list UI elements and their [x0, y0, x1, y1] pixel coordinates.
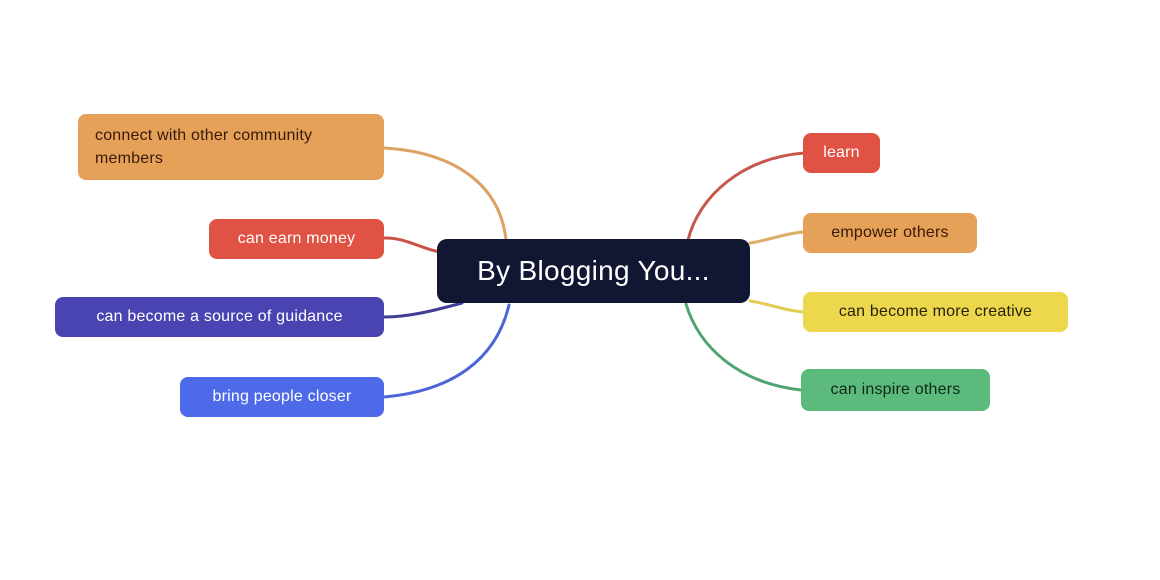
- connector-bring-closer: [382, 303, 511, 399]
- mindmap-root-node[interactable]: By Blogging You...: [437, 239, 750, 303]
- mindmap-node-earn-money[interactable]: can earn money: [209, 219, 384, 259]
- mindmap-node-learn[interactable]: learn: [803, 133, 880, 173]
- mindmap-node-connect-community[interactable]: connect with other community members: [78, 114, 384, 180]
- connector-inspire-others: [684, 302, 803, 392]
- connector-earn-money: [382, 236, 442, 254]
- mindmap-node-inspire-others[interactable]: can inspire others: [801, 369, 990, 411]
- connector-more-creative: [748, 299, 806, 314]
- mindmap-node-empower-others[interactable]: empower others: [803, 213, 977, 253]
- connector-empower-others: [748, 230, 806, 245]
- mindmap-node-more-creative[interactable]: can become more creative: [803, 292, 1068, 332]
- connector-connect-community: [382, 146, 508, 242]
- connector-source-guidance: [382, 301, 464, 319]
- mindmap-node-source-guidance[interactable]: can become a source of guidance: [55, 297, 384, 337]
- connector-learn: [686, 151, 806, 242]
- mindmap-node-bring-people-closer[interactable]: bring people closer: [180, 377, 384, 417]
